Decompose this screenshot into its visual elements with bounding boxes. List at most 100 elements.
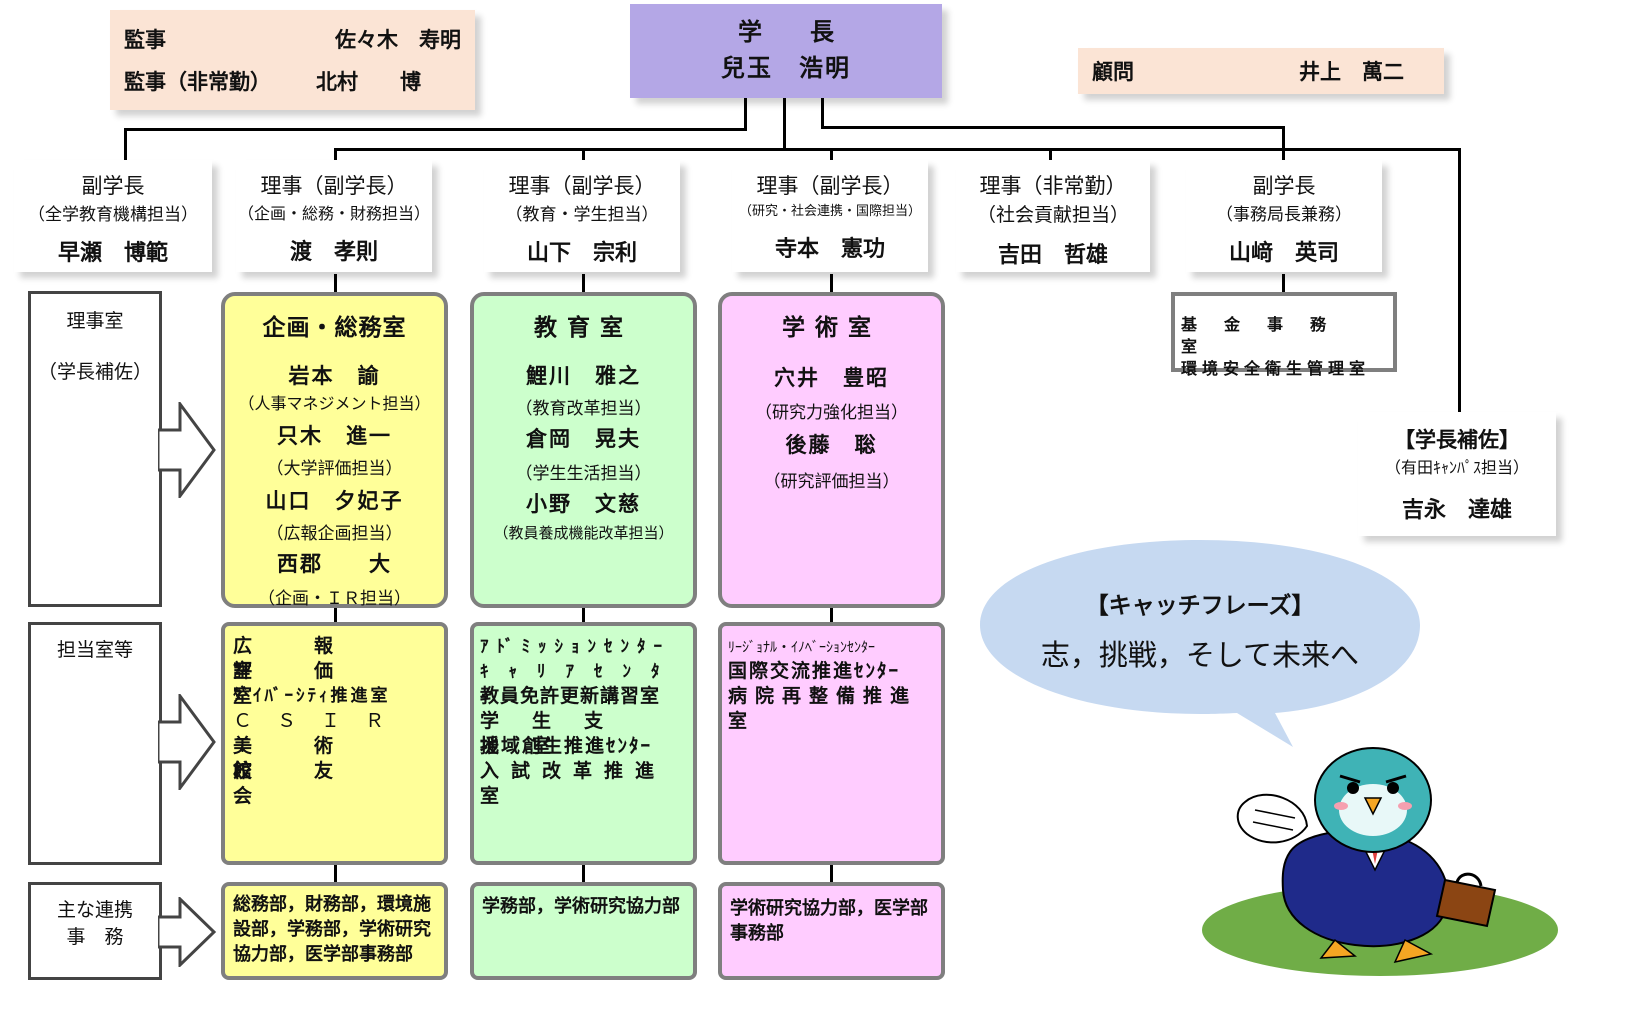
catchphrase-text: 志，挑戦，そして未来へ <box>1040 638 1360 672</box>
room-item: ﾀﾞｲﾊﾞｰｼﾃｨ推進室 <box>233 684 436 709</box>
member-name: 山口 夕妃子 <box>265 489 404 513</box>
exec-name: 山﨑 英司 <box>1228 241 1339 266</box>
room-item: 評価室 <box>233 659 436 707</box>
room-item: 教員免許更新講習室 <box>480 684 687 709</box>
room-item: ｱﾄﾞﾐｯｼｮﾝｾﾝﾀｰ <box>480 634 687 659</box>
room-item: 国際交流推進ｾﾝﾀｰ <box>728 659 935 684</box>
exec-title: 理事（副学長） <box>756 174 904 198</box>
member-name: 西郡 大 <box>277 552 392 576</box>
rooms-planning: 広報室 評価室 ﾀﾞｲﾊﾞｰｼﾃｨ推進室 ＣＳＩＲＴ 美術館 校友会 <box>221 622 448 865</box>
riji-room-label: 理事室 （学長補佐） <box>28 291 162 607</box>
executive-card: 副学長 （全学教育機構担当） 早瀬 博範 <box>14 160 212 272</box>
exec-title: 理事（副学長） <box>508 174 656 198</box>
room-label: 地域創生推進ｾﾝﾀｰ <box>480 735 653 757</box>
room-item: ＣＳＩＲＴ <box>233 709 436 757</box>
president-name: 兒玉 浩明 <box>721 54 851 82</box>
liaison-text: 学務部，学術研究協力部 <box>482 896 680 917</box>
room-item: ｷｬﾘｱｾﾝﾀｰ <box>480 659 687 708</box>
arrow-right-icon <box>158 897 218 967</box>
member-role: （研究力強化担当） <box>755 403 908 423</box>
office-education: 教育室 鯉川 雅之 （教育改革担当） 倉岡 晃夫 （学生生活担当） 小野 文慈 … <box>470 292 697 608</box>
office-title: 教育室 <box>534 315 633 341</box>
member-name: 岩本 諭 <box>288 364 381 388</box>
exec-role: （教育・学生担当） <box>505 205 659 225</box>
tanto-title: 担当室等 <box>56 639 133 661</box>
fund-office-box: 基金事務室 環境安全衛生管理室 <box>1171 292 1397 378</box>
member-role: （教員養成機能改革担当） <box>493 524 674 542</box>
advisor-label: 顧問 <box>1092 60 1134 84</box>
room-label: 校友会 <box>233 760 396 807</box>
room-label: 美術館 <box>233 735 396 782</box>
room-label: 評価室 <box>233 660 396 707</box>
exec-name: 早瀬 博範 <box>57 241 168 266</box>
executive-card: 副学長 （事務局長兼務） 山﨑 英司 <box>1186 160 1382 272</box>
arrow-right-icon <box>158 694 218 790</box>
catchphrase-title: 【キャッチフレーズ】 <box>1085 593 1315 619</box>
liaison-education: 学務部，学術研究協力部 <box>470 882 697 980</box>
member-name: 後藤 聡 <box>785 433 878 457</box>
rooms-education: ｱﾄﾞﾐｯｼｮﾝｾﾝﾀｰ ｷｬﾘｱｾﾝﾀｰ 教員免許更新講習室 学生支援室 地域… <box>470 622 697 865</box>
renkei-line-1: 主な連携 <box>56 899 133 921</box>
exec-name: 寺本 憲功 <box>774 237 885 262</box>
auditor-name-1: 佐々木 寿明 <box>335 28 461 52</box>
renkei-label: 主な連携 事 務 <box>28 882 162 980</box>
assistant-name: 吉永 達雄 <box>1401 498 1512 523</box>
exec-name: 渡 孝則 <box>289 240 378 265</box>
executive-card: 理事（副学長） （企画・総務・財務担当） 渡 孝則 <box>236 160 432 272</box>
room-label: ﾘｰｼﾞｮﾅﾙ・ｲﾉﾍﾞｰｼｮﾝｾﾝﾀｰ <box>728 640 875 656</box>
mascot-bird-icon <box>1202 747 1558 976</box>
member-name: 穴井 豊昭 <box>774 366 889 390</box>
liaison-text: 学術研究協力部，医学部事務部 <box>730 898 928 944</box>
riji-title: 理事室 <box>66 310 124 332</box>
member-name: 鯉川 雅之 <box>526 364 641 388</box>
advisor-box: 顧問 井上 萬二 <box>1078 48 1444 94</box>
member-role: （学生生活担当） <box>515 464 652 484</box>
member-name: 倉岡 晃夫 <box>526 427 641 451</box>
fund-office-line-1: 基金事務室 <box>1181 315 1354 356</box>
room-item: 地域創生推進ｾﾝﾀｰ <box>480 734 687 759</box>
liaison-planning: 総務部，財務部，環境施設部，学務部，学術研究協力部，医学部事務部 <box>221 882 448 980</box>
room-label: 入試改革推進室 <box>480 760 667 807</box>
room-item: 入試改革推進室 <box>480 759 687 807</box>
fund-office-line-2: 環境安全衛生管理室 <box>1181 359 1371 378</box>
exec-title: 理事（副学長） <box>260 174 408 198</box>
exec-role: （社会貢献担当） <box>976 204 1129 226</box>
member-role: （研究評価担当） <box>763 472 900 492</box>
room-item: ﾘｰｼﾞｮﾅﾙ・ｲﾉﾍﾞｰｼｮﾝｾﾝﾀｰ <box>728 634 935 659</box>
room-item: 広報室 <box>233 634 436 682</box>
room-label: 学生支援室 <box>480 710 637 757</box>
member-name: 小野 文慈 <box>526 492 641 516</box>
advisor-name: 井上 萬二 <box>1299 60 1404 84</box>
assistant-role: （有田ｷｬﾝﾊﾟｽ担当） <box>1384 458 1529 477</box>
executive-card: 理事（副学長） （教育・学生担当） 山下 宗利 <box>484 160 680 272</box>
auditor-name-2: 北村 博 <box>316 70 421 94</box>
room-item: 病院再整備推進室 <box>728 684 935 732</box>
speech-bubble-icon <box>980 540 1420 747</box>
president-box: 学 長 兒玉 浩明 <box>630 4 942 98</box>
member-role: （人事マネジメント担当） <box>238 394 431 413</box>
exec-role: （企画・総務・財務担当） <box>237 204 430 223</box>
exec-name: 山下 宗利 <box>526 241 637 266</box>
room-label: 病院再整備推進室 <box>728 685 918 732</box>
room-label: ｷｬﾘｱｾﾝﾀｰ <box>480 662 680 708</box>
executive-card: 理事（非常勤） （社会貢献担当） 吉田 哲雄 <box>956 160 1150 272</box>
rooms-academic: ﾘｰｼﾞｮﾅﾙ・ｲﾉﾍﾞｰｼｮﾝｾﾝﾀｰ 国際交流推進ｾﾝﾀｰ 病院再整備推進室 <box>718 622 945 865</box>
member-role: （大学評価担当） <box>266 459 403 479</box>
member-role: （企画・ＩＲ担当） <box>258 589 411 609</box>
renkei-line-2: 事 務 <box>66 926 124 948</box>
room-label: 教員免許更新講習室 <box>480 685 661 707</box>
executive-card: 理事（副学長） （研究・社会連携・国際担当） 寺本 憲功 <box>732 160 928 272</box>
auditor-label-1: 監事 <box>124 28 166 52</box>
office-planning: 企画・総務室 岩本 諭 （人事マネジメント担当） 只木 進一 （大学評価担当） … <box>221 292 448 609</box>
room-item: 美術館 <box>233 734 436 782</box>
exec-role: （事務局長兼務） <box>1216 205 1352 225</box>
auditor-box: 監事 佐々木 寿明 監事（非常勤） 北村 博 <box>110 10 475 110</box>
member-role: （教育改革担当） <box>515 399 652 419</box>
liaison-academic: 学術研究協力部，医学部事務部 <box>718 882 945 980</box>
room-label: 広報室 <box>233 635 396 682</box>
exec-title: 副学長 <box>1252 174 1316 198</box>
member-role: （広報企画担当） <box>266 524 403 544</box>
room-item: 校友会 <box>233 759 436 807</box>
auditor-label-2: 監事（非常勤） <box>124 70 271 94</box>
office-academic: 学術室 穴井 豊昭 （研究力強化担当） 後藤 聡 （研究評価担当） <box>718 292 945 608</box>
